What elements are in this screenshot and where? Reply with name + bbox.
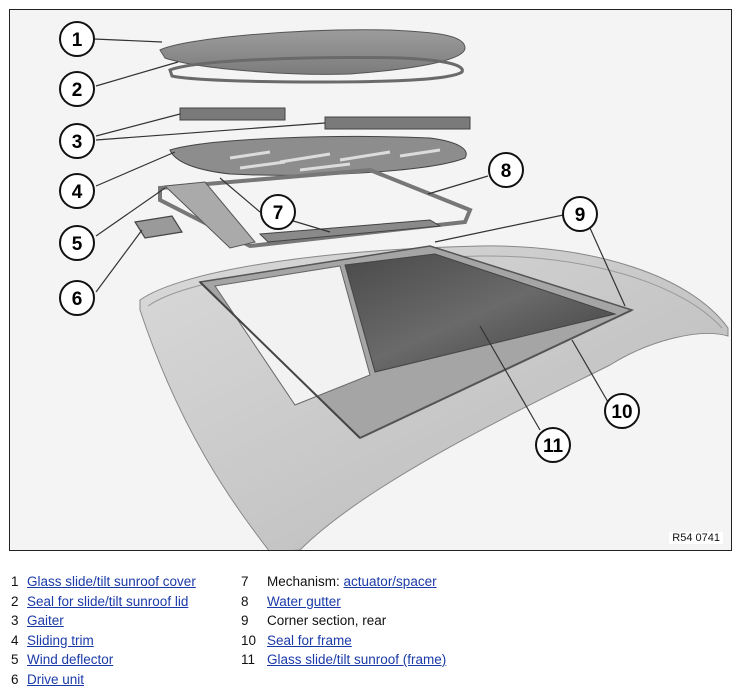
sunroof-frame (198, 245, 635, 439)
legend-link-10[interactable]: Seal for frame (267, 632, 352, 648)
callout-2: 2 (59, 71, 95, 107)
svg-text:7: 7 (273, 203, 284, 224)
callout-1: 1 (59, 21, 95, 57)
callout-10: 10 (604, 393, 640, 429)
callout-6: 6 (59, 280, 95, 316)
reference-code: R54 0741 (669, 532, 723, 544)
legend-link-6[interactable]: Drive unit (27, 671, 85, 687)
legend-link-7[interactable]: actuator/spacer (343, 574, 437, 589)
seal-part (168, 56, 464, 84)
svg-text:10: 10 (611, 402, 632, 423)
callout-9: 9 (562, 196, 598, 232)
svg-text:8: 8 (501, 161, 512, 182)
drive-unit-part (134, 215, 183, 239)
legend-link-2[interactable]: Seal for slide/tilt sunroof lid (27, 593, 189, 609)
legend-link-11[interactable]: Glass slide/tilt sunroof (frame) (267, 652, 447, 667)
exploded-diagram: 1 2 3 4 5 6 7 8 9 10 11 R54 0741 (9, 9, 732, 551)
water-gutter-part (158, 167, 473, 249)
diagram-drawing: 1 2 3 4 5 6 7 8 9 10 11 (59, 21, 729, 550)
gaiter-part-a (179, 107, 286, 121)
legend-link-3[interactable]: Gaiter (27, 613, 64, 628)
legend-link-5[interactable]: Wind deflector (27, 652, 114, 667)
callout-11: 11 (535, 427, 571, 463)
svg-text:5: 5 (72, 234, 83, 255)
gaiter-part-b (324, 116, 471, 130)
legend-link-1[interactable]: Glass slide/tilt sunroof cover (27, 574, 196, 589)
leader-lines (93, 38, 626, 431)
legend-link-4[interactable]: Sliding trim (27, 632, 94, 648)
legend-text-9: Corner section, rear (267, 613, 387, 628)
callout-4: 4 (59, 173, 95, 209)
svg-text:4: 4 (72, 182, 83, 203)
legend-link-8[interactable]: Water gutter (267, 593, 341, 609)
sliding-trim-slots (229, 148, 441, 172)
callout-8: 8 (488, 152, 524, 188)
svg-text:1: 1 (72, 30, 83, 51)
svg-text:11: 11 (543, 436, 564, 457)
svg-text:3: 3 (72, 132, 83, 153)
svg-text:2: 2 (72, 80, 83, 101)
svg-text:9: 9 (575, 205, 586, 226)
mechanism-part (258, 219, 442, 243)
wind-deflector-part (163, 181, 256, 249)
callout-7: 7 (260, 194, 296, 230)
callout-5: 5 (59, 225, 95, 261)
glass-cover-part (159, 29, 466, 75)
svg-text:6: 6 (72, 289, 83, 310)
callout-3: 3 (59, 123, 95, 159)
